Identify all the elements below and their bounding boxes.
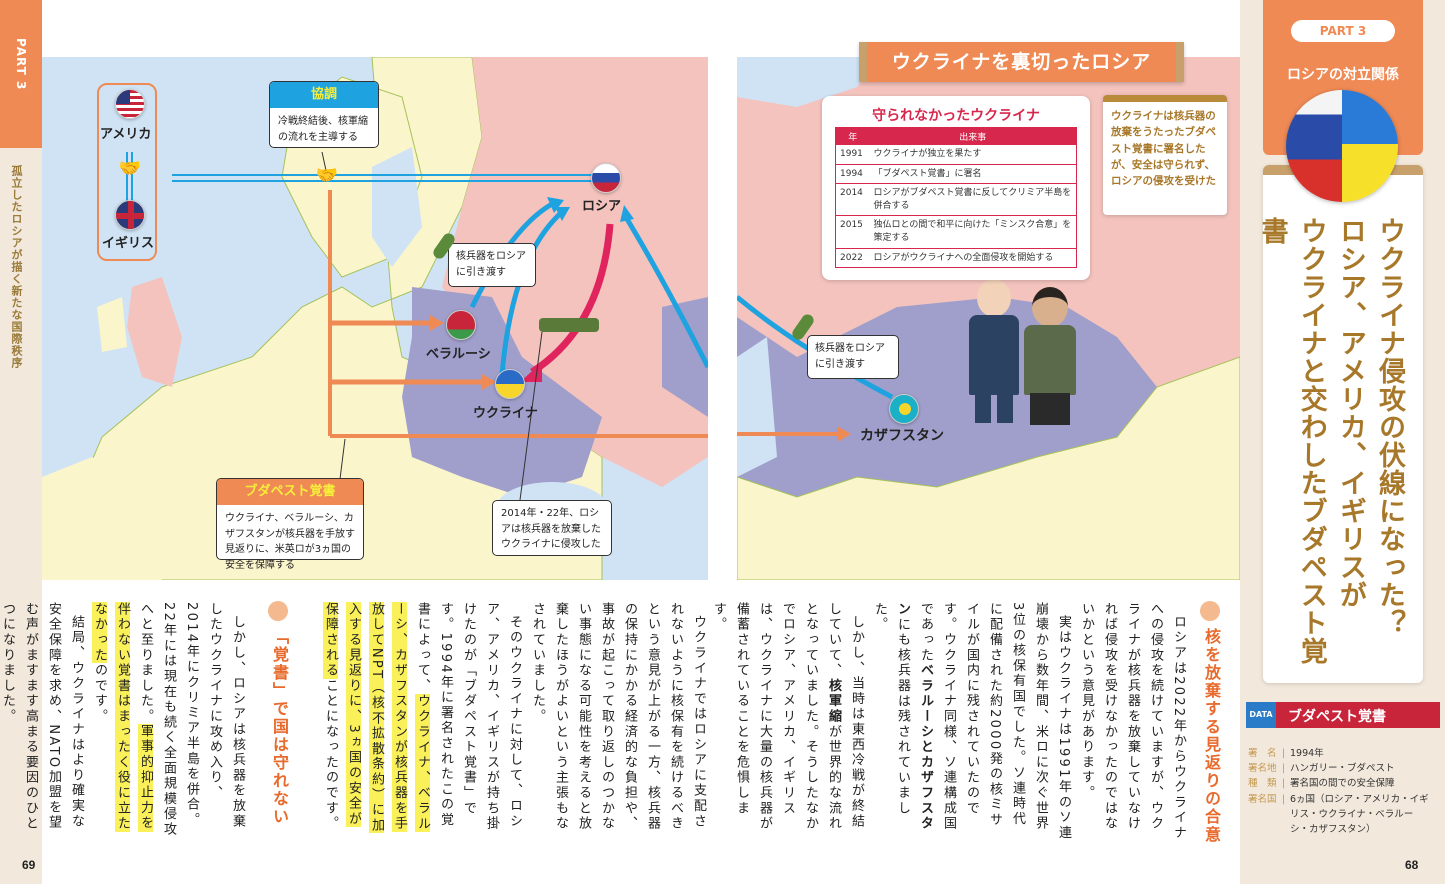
globe-icon bbox=[1200, 601, 1220, 621]
putin-illustration bbox=[965, 279, 1021, 429]
data-row: 署 名|1994年 bbox=[1248, 748, 1324, 759]
callout-text: ウクライナ、ベラルーシ、カザフスタンが核兵器を手放す見返りに、米英ロが3ヵ国の安… bbox=[225, 513, 355, 571]
uk-flag-icon bbox=[115, 200, 145, 230]
callout-heading: 協調 bbox=[270, 82, 378, 109]
data-row: 種 類|署名国の間での安全保障 bbox=[1248, 778, 1395, 790]
data-row: 署名地|ハンガリー・ブダペスト bbox=[1248, 763, 1395, 775]
section-heading-left: 「覚書」で国は守れない bbox=[270, 628, 289, 826]
data-row: 署名国|6ヵ国（ロシア・アメリカ・イギリス・ウクライナ・ベラルーシ・カザフスタン… bbox=[1248, 793, 1429, 835]
body-text-right: ロシアは2022年からウクライナへの侵攻を続けていますが、ウクライナが核兵器を放… bbox=[711, 602, 1186, 841]
summary-note: ウクライナは核兵器の放棄をうたったブダペスト覚書に署名したが、安全は守られず、ロ… bbox=[1103, 95, 1227, 215]
nuclear-transfer-callout-right: 核兵器をロシアに引き渡す bbox=[807, 335, 899, 379]
main-title: ウクライナ侵攻の伏線になった？ ロシア、アメリカ、イギリスが ウクライナと交わし… bbox=[1256, 217, 1405, 665]
cooperation-callout: 協調 冷戦終結後、核軍縮の流れを主導する bbox=[269, 81, 379, 148]
belarus-flag-icon bbox=[446, 310, 476, 340]
budapest-memorandum-callout: ブダペスト覚書 ウクライナ、ベラルーシ、カザフスタンが核兵器を手放す見返りに、米… bbox=[216, 478, 364, 571]
country-label-ukraine: ウクライナ bbox=[473, 406, 538, 421]
kazakhstan-flag-icon bbox=[889, 394, 919, 424]
nuclear-transfer-callout: 核兵器をロシアに引き渡す bbox=[448, 243, 536, 287]
russia-ukraine-flags-photo bbox=[1286, 90, 1398, 202]
europe-map: アメリカ 🤝 イギリス 協調 冷戦終結後、核軍縮の流れを主導する 🤝 ロシア 核… bbox=[42, 57, 708, 580]
usa-flag-icon bbox=[115, 89, 145, 119]
table-title: 守られなかったウクライナ bbox=[872, 108, 1040, 124]
country-label-russia: ロシア bbox=[582, 199, 622, 214]
country-label-uk: イギリス bbox=[102, 236, 155, 251]
part-tab: PART 3 bbox=[0, 0, 42, 148]
body-text-col-b: しかし、ロシアは核兵器を放棄したウクライナに攻め入り、2014年にクリミア半島を… bbox=[0, 602, 245, 838]
map-banner: ウクライナを裏切ったロシア bbox=[859, 42, 1184, 82]
data-box-list: 署 名|1994年 署名地|ハンガリー・ブダペスト 種 類|署名国の間での安全保… bbox=[1248, 746, 1430, 837]
part-badge: PART 3 bbox=[1291, 20, 1395, 42]
highlighted-text: ウクライナ、ベラルーシ、カザフスタンが核兵器を手放してNPT（核不拡散条約）に加… bbox=[323, 602, 430, 834]
country-label-kazakhstan: カザフスタン bbox=[860, 428, 944, 444]
handshake-icon: 🤝 bbox=[315, 165, 339, 186]
data-tag: DATA bbox=[1246, 702, 1276, 728]
ukraine-flag-icon bbox=[495, 369, 525, 399]
data-box-title: ブダペスト覚書 bbox=[1288, 709, 1386, 725]
country-label-usa: アメリカ bbox=[100, 127, 152, 142]
budapest-paragraph: そのウクライナに対して、ロシア、アメリカ、イギリスが持ち掛けたのが「ブダペスト覚… bbox=[323, 602, 522, 834]
chapter-title: 孤立したロシアが描く新たな国際秩序 bbox=[10, 165, 23, 369]
body-text-col-a: ウクライナではロシアに支配されないように核保有を続けるべきという意見が上がる一方… bbox=[323, 602, 710, 842]
us-uk-alliance-box bbox=[97, 83, 157, 261]
callout-heading: ブダペスト覚書 bbox=[217, 479, 363, 506]
section-heading-right: 核を放棄する見返りの合意 bbox=[1202, 628, 1221, 844]
page-number-left: 69 bbox=[22, 858, 36, 872]
main-title-box: ウクライナ侵攻の伏線になった？ ロシア、アメリカ、イギリスが ウクライナと交わし… bbox=[1257, 165, 1423, 683]
table-row: 1994「ブダペスト覚書」に署名 bbox=[835, 163, 1077, 184]
handshake-icon: 🤝 bbox=[118, 158, 142, 179]
callout-text: 冷戦終結後、核軍縮の流れを主導する bbox=[278, 116, 368, 143]
globe-icon bbox=[268, 601, 288, 621]
section-title: ロシアの対立関係 bbox=[1287, 67, 1399, 83]
country-label-belarus: ベラルーシ bbox=[426, 347, 491, 362]
left-spine: PART 3 孤立したロシアが描く新たな国際秩序 bbox=[0, 0, 42, 884]
russia-flag-icon bbox=[591, 163, 621, 193]
zelensky-illustration bbox=[1022, 287, 1078, 427]
page-number-right: 68 bbox=[1405, 858, 1419, 872]
invasion-callout: 2014年・22年、ロシアは核兵器を放棄したウクライナに侵攻した bbox=[492, 500, 612, 556]
data-box-header: DATA ブダペスト覚書 bbox=[1246, 702, 1440, 728]
tank-icon bbox=[539, 318, 599, 332]
